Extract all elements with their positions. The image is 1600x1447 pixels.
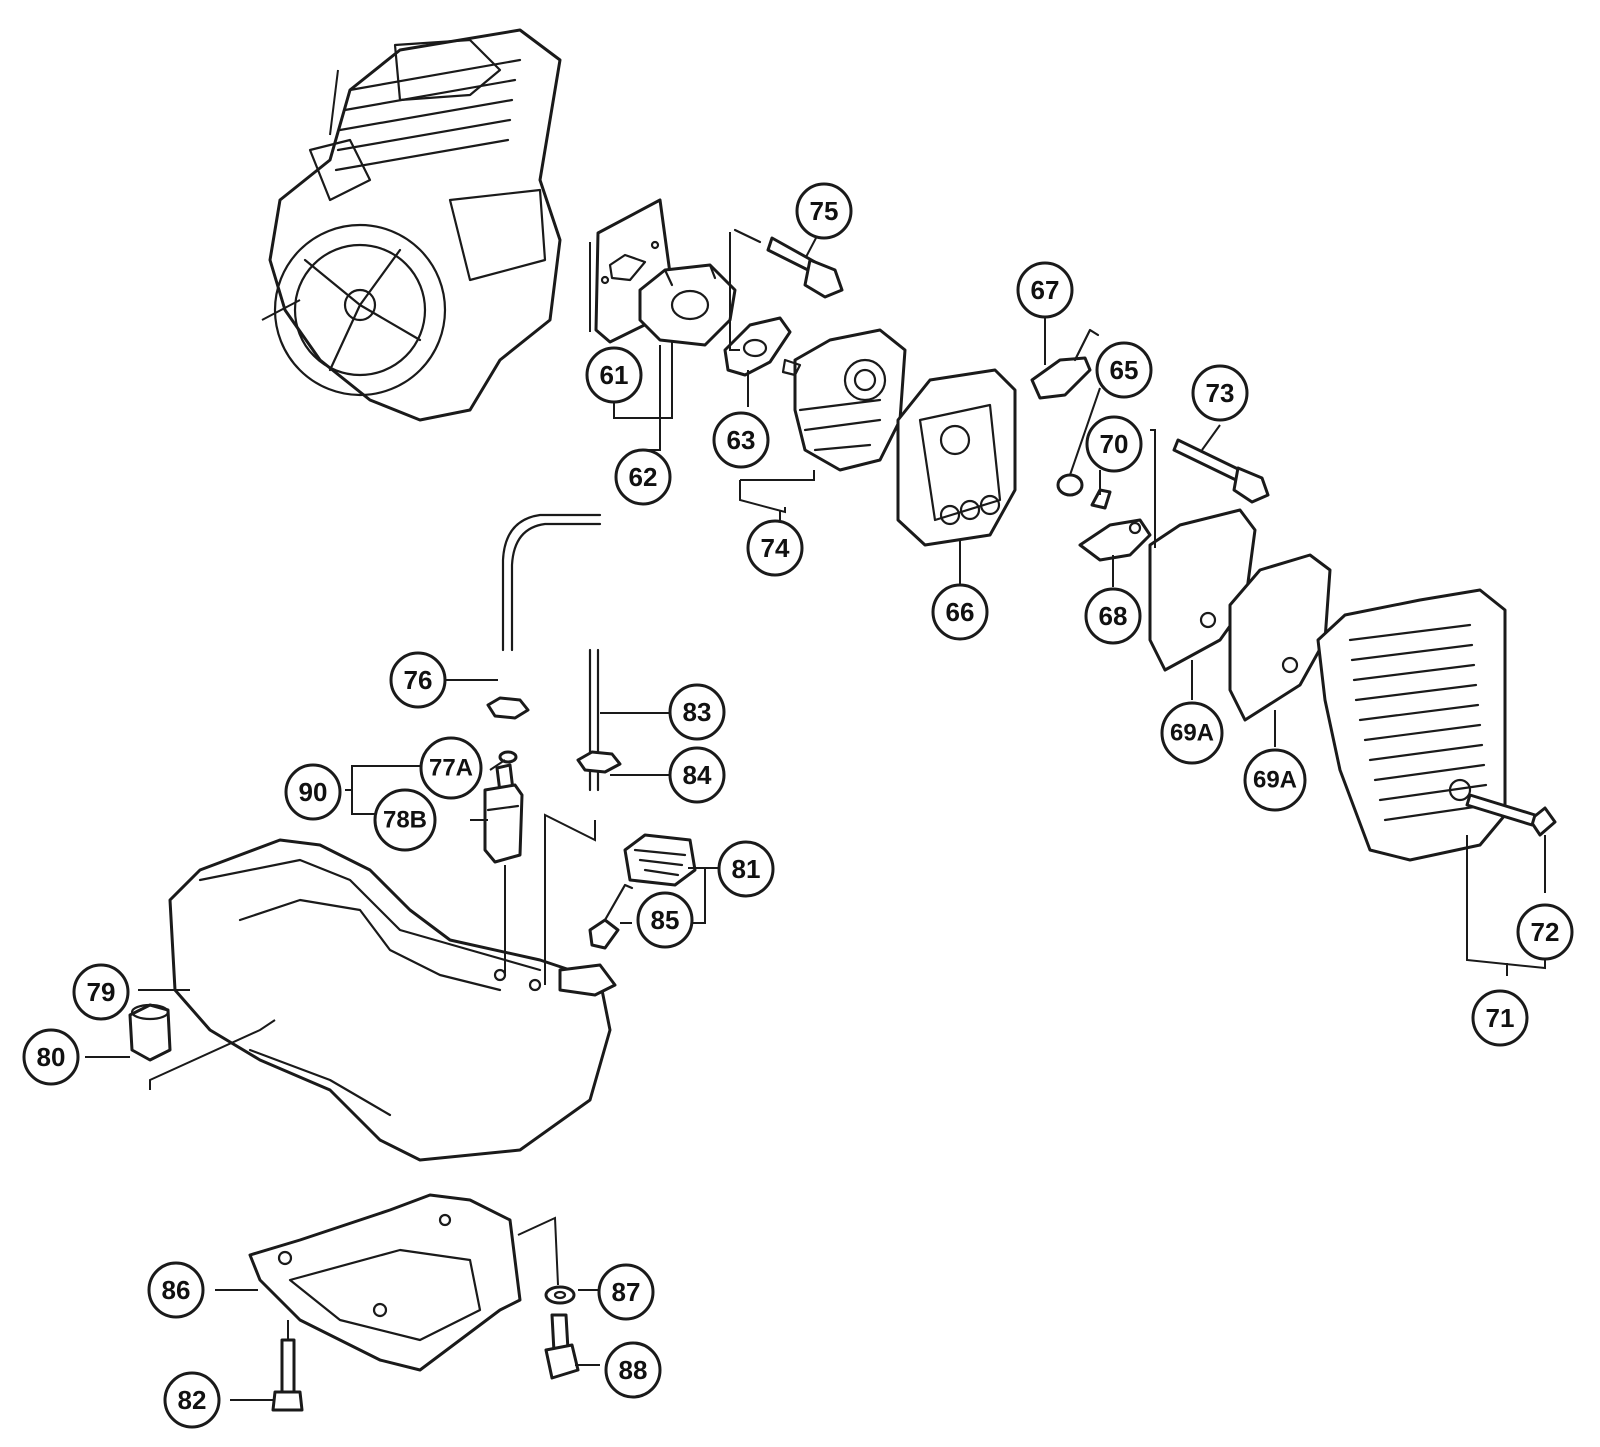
svg-text:80: 80 [37,1042,66,1072]
callout-86: 86 [147,1261,205,1319]
fuel-tank-79 [168,838,617,1162]
bolt-88 [544,1313,580,1380]
air-cleaner-cover-71 [1316,588,1507,862]
svg-text:68: 68 [1099,601,1128,631]
callout-66: 66 [931,583,989,641]
svg-text:66: 66 [946,597,975,627]
callout-70: 70 [1085,415,1143,473]
callout-87: 87 [597,1263,655,1321]
callout-85: 85 [636,891,694,949]
callout-81: 81 [717,840,775,898]
strap-85 [588,883,634,950]
svg-text:74: 74 [761,533,790,563]
callout-68: 68 [1084,587,1142,645]
return-pipe-83 [576,648,622,792]
bracket-86 [248,1193,522,1372]
washer-70 [1090,488,1112,510]
svg-text:86: 86 [162,1275,191,1305]
gasket-63 [723,316,792,377]
bolt-82 [271,1338,304,1412]
callout-69a-1: 69A [1160,701,1224,765]
callout-79: 79 [72,963,130,1021]
svg-text:69A: 69A [1253,767,1297,794]
callout-61: 61 [585,346,643,404]
svg-text:67: 67 [1031,275,1060,305]
svg-text:75: 75 [810,196,839,226]
callout-76: 76 [389,651,447,709]
callout-73: 73 [1191,364,1249,422]
svg-text:73: 73 [1206,378,1235,408]
svg-text:77A: 77A [429,755,473,782]
svg-text:90: 90 [299,777,328,807]
svg-text:63: 63 [727,425,756,455]
plate-67 [1030,328,1100,400]
callout-78b: 78B [373,788,437,852]
cushion-80 [128,1003,172,1062]
callout-75: 75 [795,182,853,240]
svg-text:72: 72 [1531,917,1560,947]
callout-67: 67 [1016,261,1074,319]
callout-88: 88 [604,1341,662,1399]
callout-82: 82 [163,1371,221,1429]
air-cleaner-case-66 [896,368,1017,547]
leader-lines [85,232,1546,1401]
callout-74: 74 [746,519,804,577]
bolt-73 [1172,438,1270,504]
callout-77a: 77A [419,736,483,800]
carburetor-74 [781,328,907,472]
svg-text:83: 83 [683,697,712,727]
svg-text:81: 81 [732,854,761,884]
bolt-72 [1465,793,1557,837]
collar-65 [1056,473,1084,497]
svg-text:61: 61 [600,360,629,390]
svg-text:78B: 78B [383,807,427,834]
svg-text:70: 70 [1100,429,1129,459]
callout-80: 80 [22,1028,80,1086]
engine-assembly [261,28,562,422]
svg-text:85: 85 [651,905,680,935]
svg-text:65: 65 [1110,355,1139,385]
insulator-62 [638,263,737,347]
callout-63: 63 [712,411,770,469]
fuel-filter-78b [483,763,524,864]
svg-text:71: 71 [1486,1003,1515,1033]
svg-text:87: 87 [612,1277,641,1307]
choke-plate-68 [1078,518,1152,562]
callout-83: 83 [668,683,726,741]
callout-62: 62 [614,448,672,506]
svg-text:69A: 69A [1170,720,1214,747]
callout-65: 65 [1095,341,1153,399]
svg-text:82: 82 [178,1385,207,1415]
callout-84: 84 [668,746,726,804]
callout-71: 71 [1471,989,1529,1047]
callout-69a-2: 69A [1243,748,1307,812]
svg-text:76: 76 [404,665,433,695]
svg-text:88: 88 [619,1355,648,1385]
bolt-75 [733,228,844,299]
clip-77a [498,750,518,764]
svg-text:79: 79 [87,977,116,1007]
svg-text:62: 62 [629,462,658,492]
washer-87 [544,1285,576,1305]
callout-90: 90 [284,763,342,821]
fuel-pipe-76 [486,513,602,720]
fuel-cap-81 [623,833,697,887]
svg-text:84: 84 [683,760,712,790]
callout-72: 72 [1516,903,1574,961]
